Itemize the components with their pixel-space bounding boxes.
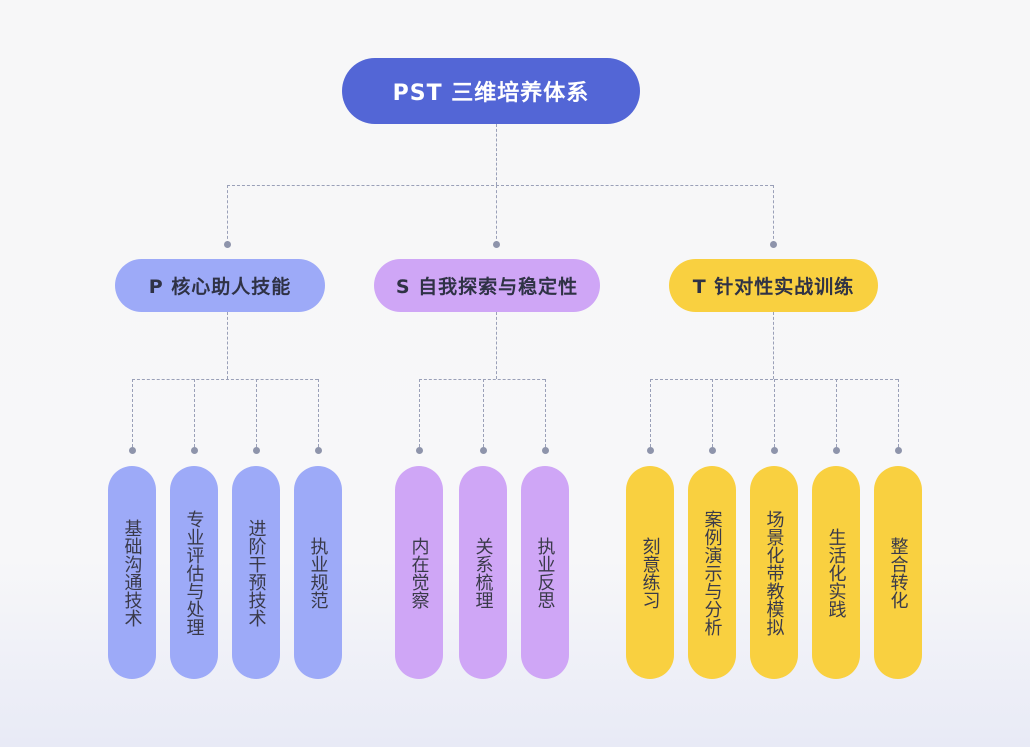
connector-line (227, 312, 228, 379)
connector-dot (771, 447, 778, 454)
connector-line (773, 312, 774, 379)
category-node-s: S 自我探索与稳定性 (374, 259, 600, 312)
connector-line (256, 379, 257, 447)
category-node-t: T 针对性实战训练 (669, 259, 878, 312)
connector-line (712, 379, 713, 447)
leaf-label: 刻意练习 (639, 536, 661, 609)
connector-line (545, 379, 546, 447)
connector-dot (493, 241, 500, 248)
leaf-node: 场景化带教模拟 (750, 466, 798, 679)
category-label: T 针对性实战训练 (692, 276, 855, 298)
leaf-label: 专业评估与处理 (183, 509, 205, 636)
leaf-label: 执业反思 (534, 536, 556, 609)
connector-line (650, 379, 651, 447)
leaf-label: 进阶干预技术 (245, 518, 267, 627)
connector-line (898, 379, 899, 447)
connector-line (419, 379, 420, 447)
leaf-node: 内在觉察 (395, 466, 443, 679)
leaf-node: 生活化实践 (812, 466, 860, 679)
connector-dot (416, 447, 423, 454)
connector-line (496, 185, 497, 244)
leaf-node: 基础沟通技术 (108, 466, 156, 679)
connector-dot (224, 241, 231, 248)
connector-dot (253, 447, 260, 454)
leaf-label: 案例演示与分析 (701, 509, 723, 636)
connector-line (318, 379, 319, 447)
category-node-p: P 核心助人技能 (115, 259, 325, 312)
leaf-node: 执业规范 (294, 466, 342, 679)
connector-dot (709, 447, 716, 454)
leaf-label: 关系梳理 (472, 536, 494, 609)
leaf-node: 整合转化 (874, 466, 922, 679)
leaf-label: 基础沟通技术 (121, 518, 143, 627)
category-label: S 自我探索与稳定性 (395, 276, 579, 298)
connector-dot (895, 447, 902, 454)
leaf-node: 刻意练习 (626, 466, 674, 679)
leaf-node: 专业评估与处理 (170, 466, 218, 679)
connector-dot (833, 447, 840, 454)
connector-dot (480, 447, 487, 454)
connector-dot (315, 447, 322, 454)
leaf-label: 场景化带教模拟 (763, 509, 785, 636)
leaf-label: 执业规范 (307, 536, 329, 609)
connector-line (132, 379, 318, 380)
connector-line (227, 185, 773, 186)
category-label: P 核心助人技能 (148, 276, 292, 298)
leaf-node: 进阶干预技术 (232, 466, 280, 679)
connector-line (774, 379, 775, 447)
leaf-node: 执业反思 (521, 466, 569, 679)
connector-dot (770, 241, 777, 248)
connector-line (773, 185, 774, 244)
connector-line (132, 379, 133, 447)
connector-dot (647, 447, 654, 454)
connector-dot (542, 447, 549, 454)
connector-dot (129, 447, 136, 454)
connector-dot (191, 447, 198, 454)
leaf-label: 整合转化 (887, 536, 909, 609)
leaf-node: 案例演示与分析 (688, 466, 736, 679)
leaf-node: 关系梳理 (459, 466, 507, 679)
connector-line (483, 379, 484, 447)
leaf-label: 内在觉察 (408, 536, 430, 609)
root-label: PST 三维培养体系 (392, 81, 590, 106)
connector-line (496, 124, 497, 185)
leaf-label: 生活化实践 (825, 527, 847, 618)
connector-line (227, 185, 228, 244)
connector-line (496, 312, 497, 379)
connector-line (194, 379, 195, 447)
connector-line (836, 379, 837, 447)
root-node: PST 三维培养体系 (342, 58, 640, 124)
connector-line (419, 379, 545, 380)
